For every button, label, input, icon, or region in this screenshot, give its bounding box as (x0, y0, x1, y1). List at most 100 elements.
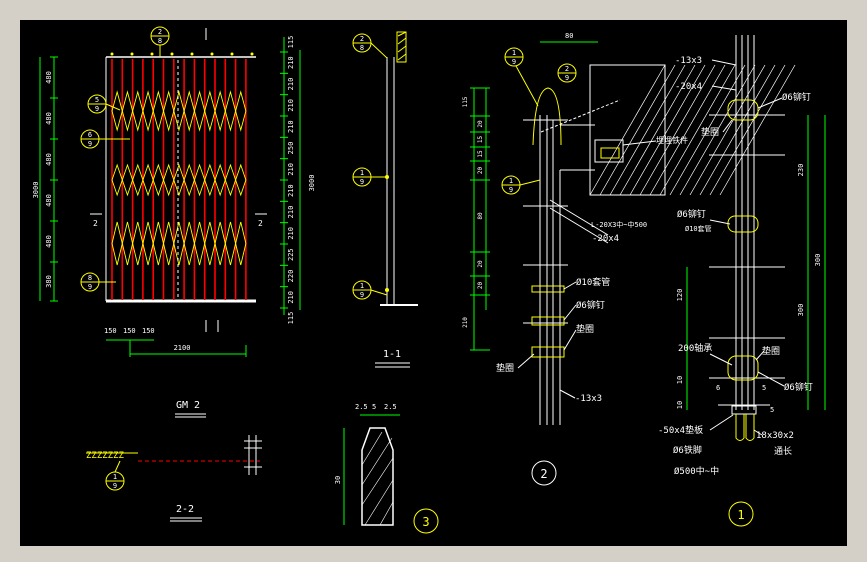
rivet-dot (230, 52, 234, 56)
dim-text: 80 (565, 32, 573, 40)
label-through: 通长 (774, 445, 792, 457)
section-title: 2-2 (176, 504, 194, 515)
dim-text: 115 (287, 312, 295, 325)
dim-text: 10 (676, 401, 684, 409)
callout-num: 1 (113, 473, 117, 481)
mesh-diamond (142, 90, 154, 132)
dim-overall-height: 3000 (32, 182, 40, 199)
dim-text: 210 (287, 184, 295, 197)
mesh-diamond (214, 163, 226, 197)
dim-text: 210 (287, 120, 295, 133)
label-rivet: Ø6铆钉 (576, 299, 605, 311)
dim-text: 480 (45, 194, 53, 207)
dim-text: 30 (334, 476, 342, 484)
detail-number: 2 (540, 467, 547, 481)
rail-rivets (110, 52, 254, 56)
label-washer: 垫圈 (496, 362, 514, 374)
dim-text: 210 (287, 291, 295, 304)
mesh-diamond (111, 90, 123, 132)
mesh-diamond (183, 221, 195, 266)
dim-right-total: 3000 (308, 175, 316, 192)
dim-text: 300 (797, 304, 805, 317)
hatch-line (599, 64, 676, 196)
callout-num: 2 (360, 35, 364, 43)
mesh-diamond (183, 163, 195, 197)
dim-text: 115 (287, 36, 295, 49)
mesh-diamond (193, 90, 206, 132)
callout-num: 1 (360, 282, 364, 290)
dim-text: 20 (477, 282, 484, 290)
hatch-line (619, 64, 696, 196)
detail-number: 1 (737, 508, 744, 522)
label-rivet: Ø6铆钉 (677, 208, 706, 220)
dim-text: 210 (287, 163, 295, 176)
dim-text: 20 (477, 260, 484, 268)
label-plate: 18x30x2 (756, 431, 794, 441)
callout-num: 2 (158, 28, 162, 36)
hatch-line (699, 64, 776, 196)
mesh-diamond (214, 221, 226, 266)
mesh-diamond (173, 163, 185, 197)
mesh-diamond (121, 90, 134, 132)
label-flat-bottom: -13x3 (575, 394, 602, 404)
dim-text: 6 (716, 384, 720, 392)
dim-text: 5 (762, 384, 766, 392)
rivet-dot (190, 52, 194, 56)
dim-bottom: 150 (123, 327, 136, 335)
mesh-diamond (193, 221, 206, 266)
mesh-diamond (111, 163, 123, 197)
section-2-2: GM 2 ZZZZZZZ 1 9 2-2 (86, 400, 262, 522)
hatch-line (629, 64, 706, 196)
dim-text: 210 (287, 206, 295, 219)
callout-den: 9 (360, 178, 364, 186)
gm-title: GM 2 (176, 400, 200, 411)
callout-den: 9 (113, 482, 117, 490)
hatch-line (639, 64, 716, 196)
dim-text: 480 (45, 71, 53, 84)
hatch-line (689, 64, 766, 196)
label-washer: 垫圈 (701, 126, 719, 138)
section-mark: 2 (258, 219, 263, 228)
dim-text: 210 (287, 78, 295, 91)
mesh-diamond (142, 221, 154, 266)
mesh-diamond (163, 90, 175, 132)
mesh-diamond (224, 221, 237, 266)
dim-text: 300 (814, 254, 822, 267)
dim-text: 10 (676, 376, 684, 384)
mesh-diamond (173, 90, 185, 132)
hatch-line (719, 64, 796, 196)
label-foot: Ø6铁脚 (673, 444, 702, 456)
mesh-section: ZZZZZZZ (86, 451, 125, 461)
dim-text: 20 (477, 167, 484, 175)
hatch-line (609, 64, 686, 196)
mesh-diamond (235, 163, 247, 197)
mesh-diamond (224, 90, 237, 132)
dim-text: 480 (45, 153, 53, 166)
mesh-diamond (132, 163, 144, 197)
dim-text: 15 (477, 150, 484, 158)
mesh-diamond (204, 163, 216, 197)
dim-text: 225 (287, 248, 295, 261)
mesh-diamond (163, 221, 175, 266)
mesh-diamond (224, 163, 237, 197)
dim-text: 380 (45, 275, 53, 288)
label-flat: -20x4 (592, 234, 619, 244)
hatch-line (589, 64, 666, 196)
label-washer: 垫圈 (762, 345, 780, 357)
callout-den: 9 (88, 140, 92, 148)
detail-3: 2.5 5 2.5 30 3 (334, 403, 439, 534)
dim-text: 220 (287, 270, 295, 283)
label-washer: 垫圈 (576, 323, 594, 335)
dim-text: 480 (45, 112, 53, 125)
label-rivet: Ø6铆钉 (782, 91, 811, 103)
rivet-dot (150, 52, 154, 56)
mesh-diamond (121, 163, 134, 197)
label-rivet: Ø6铆钉 (784, 381, 813, 393)
callout-num: 1 (360, 169, 364, 177)
right-dimensions: 2102102102102502102102102102252202101151… (280, 36, 295, 325)
mesh-diamond (173, 221, 185, 266)
dim-text: 230 (797, 164, 805, 177)
